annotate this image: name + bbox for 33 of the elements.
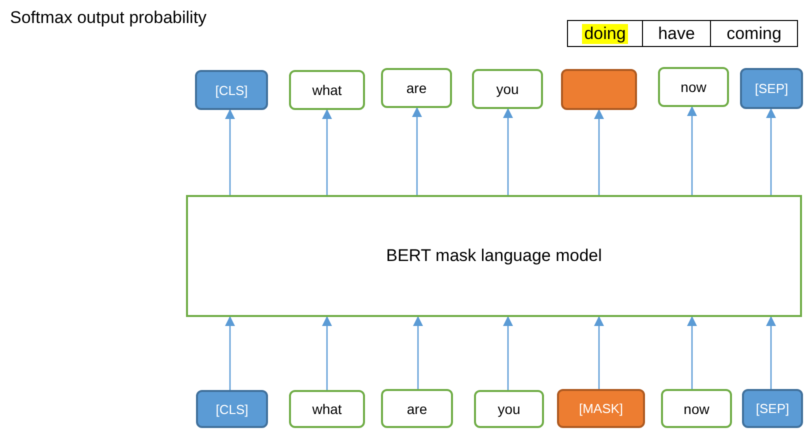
- masked-token-box: [MASK]: [557, 389, 645, 428]
- table-cell-text: have: [657, 24, 696, 44]
- arrow: [687, 316, 697, 389]
- arrow: [594, 109, 604, 195]
- arrow: [322, 109, 332, 195]
- arrow: [503, 316, 513, 390]
- arrow: [766, 316, 776, 389]
- token-box: now: [658, 67, 729, 107]
- token-box: are: [381, 389, 453, 428]
- arrow: [412, 107, 422, 195]
- arrow: [766, 108, 776, 195]
- token-box: [CLS]: [196, 390, 268, 428]
- arrow: [225, 316, 235, 390]
- title: Softmax output probability: [10, 8, 207, 28]
- token-box: [SEP]: [742, 389, 803, 428]
- token-box: are: [381, 68, 452, 108]
- token-box: [SEP]: [740, 68, 803, 109]
- highlighted-word: doing: [582, 24, 628, 44]
- token-box: what: [289, 70, 365, 110]
- arrow: [687, 106, 697, 195]
- arrow: [413, 316, 423, 389]
- arrow: [322, 316, 332, 390]
- token-box: you: [474, 390, 544, 428]
- token-box: what: [289, 390, 365, 428]
- table-cell-text: coming: [726, 24, 782, 44]
- arrow: [225, 109, 235, 195]
- arrow: [503, 108, 513, 195]
- token-box: [CLS]: [195, 70, 268, 110]
- token-box: now: [661, 389, 732, 428]
- model-box: BERT mask language model: [186, 195, 802, 317]
- token-box: you: [472, 69, 543, 109]
- arrow: [594, 316, 604, 389]
- masked-token-box: [561, 69, 637, 110]
